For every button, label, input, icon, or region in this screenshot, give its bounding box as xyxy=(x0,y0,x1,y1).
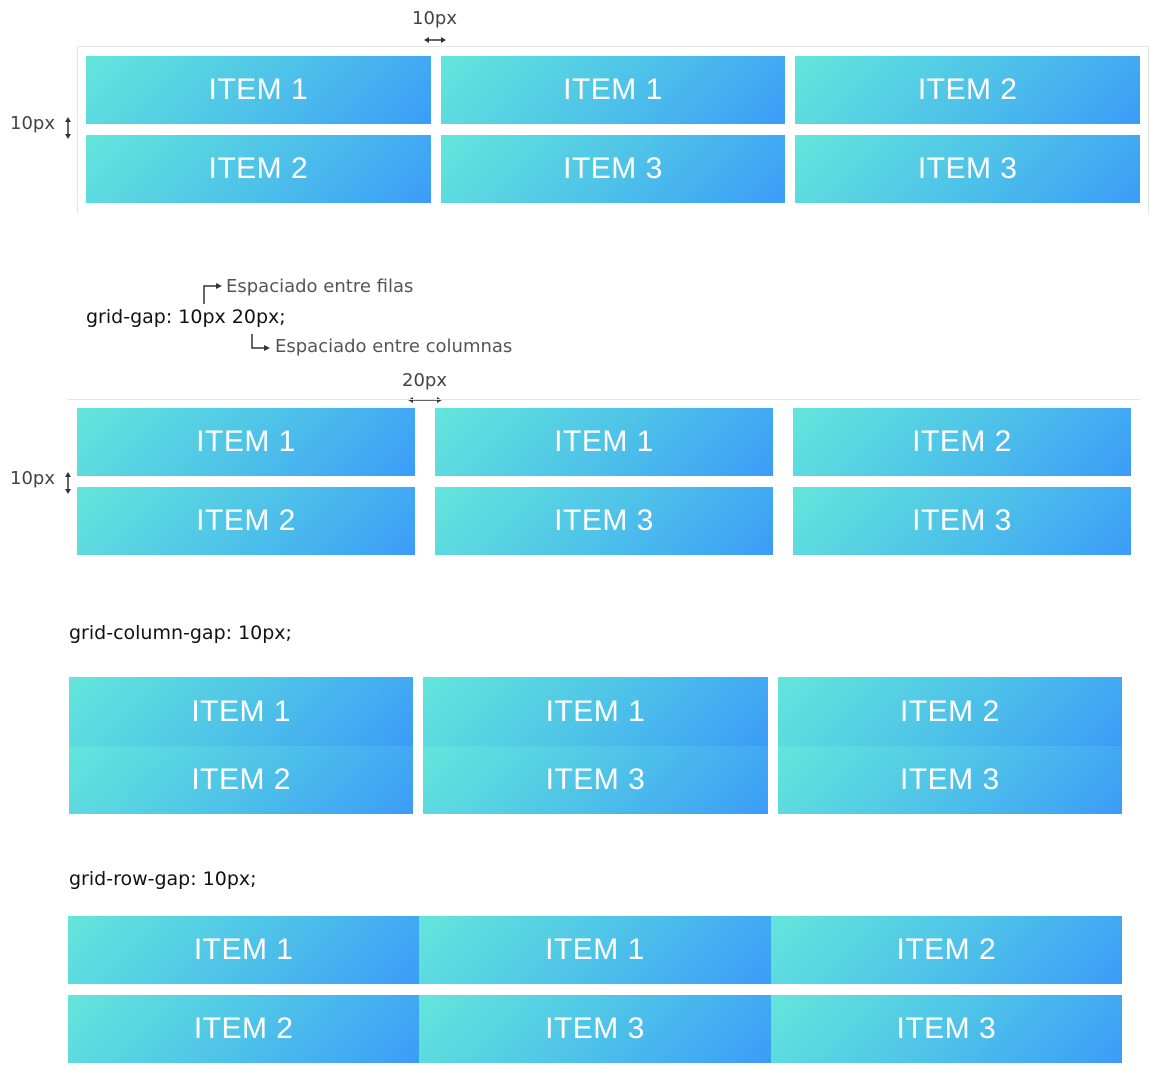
grid-item: ITEM 3 xyxy=(440,135,786,203)
row-gap-arrow-2 xyxy=(65,472,71,494)
grid-item: ITEM 3 xyxy=(777,746,1122,814)
grid-item: ITEM 2 xyxy=(77,487,415,555)
grid-example-3: ITEM 1 ITEM 1 ITEM 2 ITEM 2 ITEM 3 ITEM … xyxy=(69,677,1122,814)
column-gap-label-2: 20px xyxy=(402,370,447,391)
grid-row-gap-code: grid-row-gap: 10px; xyxy=(69,868,257,890)
grid-item: ITEM 1 xyxy=(86,56,431,124)
grid-item: ITEM 1 xyxy=(419,916,771,984)
row-note-arrow xyxy=(203,283,222,304)
frame-top-1 xyxy=(77,46,1149,47)
row-gap-label-1: 10px xyxy=(10,113,55,134)
grid-item: ITEM 3 xyxy=(423,746,768,814)
grid-item: ITEM 2 xyxy=(69,746,414,814)
column-note-arrow xyxy=(251,334,270,351)
frame-right-1 xyxy=(1148,46,1149,214)
grid-item: ITEM 1 xyxy=(435,408,773,476)
grid-item: ITEM 3 xyxy=(770,995,1122,1063)
grid-item: ITEM 1 xyxy=(69,677,414,746)
grid-example-2: ITEM 1 ITEM 1 ITEM 2 ITEM 2 ITEM 3 ITEM … xyxy=(77,408,1131,555)
grid-item: ITEM 2 xyxy=(795,56,1140,124)
grid-item: ITEM 2 xyxy=(777,677,1122,746)
column-gap-label-1: 10px xyxy=(412,8,457,29)
frame-left-1 xyxy=(77,46,78,214)
grid-item: ITEM 2 xyxy=(86,135,431,203)
grid-item: ITEM 1 xyxy=(440,56,786,124)
column-gap-arrow-2 xyxy=(408,397,442,403)
row-gap-arrow-1 xyxy=(65,117,71,139)
grid-item: ITEM 1 xyxy=(423,677,768,746)
grid-item: ITEM 2 xyxy=(770,916,1122,984)
row-gap-label-2: 10px xyxy=(10,468,55,489)
grid-example-4: ITEM 1 ITEM 1 ITEM 2 ITEM 2 ITEM 3 ITEM … xyxy=(68,916,1122,1063)
frame-top-2 xyxy=(68,399,1140,400)
grid-item: ITEM 1 xyxy=(68,916,420,984)
grid-item: ITEM 3 xyxy=(435,487,773,555)
row-gap-note: Espaciado entre filas xyxy=(226,276,414,297)
grid-item: ITEM 3 xyxy=(793,487,1131,555)
column-gap-note: Espaciado entre columnas xyxy=(275,336,513,357)
grid-item: ITEM 3 xyxy=(419,995,771,1063)
grid-column-gap-code: grid-column-gap: 10px; xyxy=(69,622,292,644)
grid-item: ITEM 2 xyxy=(793,408,1131,476)
grid-gap-code: grid-gap: 10px 20px; xyxy=(86,306,286,328)
grid-item: ITEM 2 xyxy=(68,995,420,1063)
grid-item: ITEM 3 xyxy=(795,135,1140,203)
grid-item: ITEM 1 xyxy=(77,408,415,476)
grid-example-1: ITEM 1 ITEM 1 ITEM 2 ITEM 2 ITEM 3 ITEM … xyxy=(86,56,1140,203)
column-gap-arrow-1 xyxy=(424,37,446,43)
